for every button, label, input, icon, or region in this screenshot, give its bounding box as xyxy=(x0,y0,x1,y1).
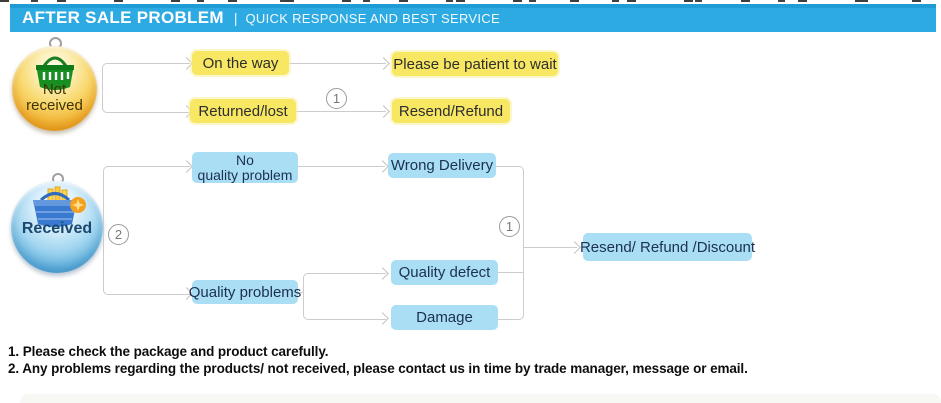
banner-subtitle: QUICK RESPONSE AND BEST SERVICE xyxy=(245,10,500,26)
merge-connector xyxy=(495,166,524,320)
connector-line xyxy=(498,272,523,273)
connector-line xyxy=(296,111,386,112)
connector-line xyxy=(289,63,386,64)
note-line-2: 2. Any problems regarding the products/ … xyxy=(8,361,748,376)
banner: AFTER SALE PROBLEM | QUICK RESPONSE AND … xyxy=(10,4,936,32)
box-be-patient: Please be patient to wait xyxy=(392,52,558,76)
box-no-quality-problem: No quality problem xyxy=(192,152,298,183)
note-line-1: 1. Please check the package and product … xyxy=(8,344,329,359)
quality-split-connector xyxy=(303,273,386,320)
box-resend-refund: Resend/Refund xyxy=(392,99,510,123)
step-number-badge: 1 xyxy=(326,88,347,109)
box-quality-defect: Quality defect xyxy=(391,260,498,285)
received-label: Received xyxy=(21,220,93,237)
received-icon: Received xyxy=(11,181,103,273)
not-received-icon: Not received xyxy=(12,46,97,131)
box-resolution: Resend/ Refund /Discount xyxy=(580,233,755,261)
box-on-the-way: On the way xyxy=(192,51,289,75)
footer-notes: 1. Please check the package and product … xyxy=(8,343,748,377)
step-number-badge: 1 xyxy=(499,216,520,237)
banner-title: AFTER SALE PROBLEM xyxy=(22,8,224,27)
not-received-label: Not received xyxy=(26,81,83,114)
box-returned-lost: Returned/lost xyxy=(190,99,296,123)
banner-separator: | xyxy=(233,10,238,26)
box-damage: Damage xyxy=(391,305,498,330)
received-branch-connector xyxy=(103,166,190,295)
next-section-edge xyxy=(20,394,941,403)
arrowhead-icon xyxy=(377,57,390,70)
arrowhead-icon xyxy=(377,105,390,118)
connector-line xyxy=(298,292,304,293)
cropped-text-remnants xyxy=(0,0,941,2)
green-basket-icon xyxy=(36,56,74,90)
box-quality-problems: Quality problems xyxy=(189,280,301,304)
box-wrong-delivery: Wrong Delivery xyxy=(388,153,496,178)
arrowhead-icon xyxy=(376,160,389,173)
arrowhead-icon xyxy=(568,241,581,254)
step-number-badge: 2 xyxy=(108,224,129,245)
connector-line xyxy=(298,166,385,167)
not-received-branch-connector xyxy=(102,63,190,113)
blue-basket-icon xyxy=(33,186,86,227)
connector-line xyxy=(523,247,577,248)
